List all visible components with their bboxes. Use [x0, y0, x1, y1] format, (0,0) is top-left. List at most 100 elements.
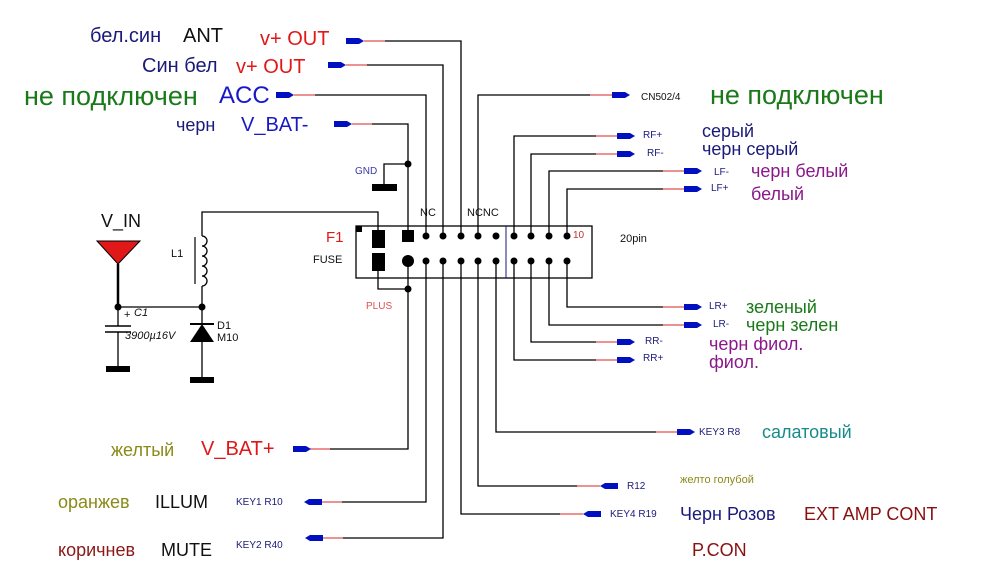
wire-lr-plus: [566, 261, 663, 308]
label-r12: R12: [627, 481, 646, 492]
label-chern: черн: [176, 115, 216, 135]
label-lf-plus: LF+: [711, 183, 729, 194]
label-l1: L1: [171, 248, 184, 260]
plug-cn502: [612, 92, 630, 98]
label-fiol: фиол.: [709, 352, 759, 372]
label-fuse: FUSE: [313, 254, 343, 266]
label-cn502-4: CN502/4: [641, 92, 681, 103]
label-key3-r8: KEY3 R8: [699, 427, 741, 438]
label-rr-plus: RR+: [643, 353, 664, 364]
label-pin-10: 10: [573, 230, 585, 241]
label-key1-r10: KEY1 R10: [236, 497, 283, 508]
label-f1: F1: [326, 229, 344, 246]
label-zhelto-goluboy: желто голубой: [680, 474, 754, 486]
label-mute: MUTE: [161, 540, 212, 560]
plug-lr-plus: [684, 304, 702, 310]
wire-cn502: [477, 94, 590, 236]
plug-r12: [600, 483, 618, 489]
label-chern-seryy: черн серый: [702, 139, 799, 159]
label-ext-amp-cont: EXT AMP CONT: [804, 504, 938, 524]
wire-r19: [460, 261, 560, 515]
label-zheltyy: желтый: [111, 440, 175, 460]
plug-vout-1: [346, 38, 364, 44]
wire-rf-plus: [513, 135, 596, 236]
label-korichnev: коричнев: [58, 540, 136, 560]
plug-vbat-plus: [293, 446, 311, 452]
fuse-element-bottom: [372, 253, 385, 271]
wire-r12: [477, 261, 577, 487]
plug-mute: [305, 535, 323, 541]
label-lr-minus: LR-: [713, 319, 730, 330]
gnd-symbol: [372, 184, 397, 191]
wire-key3: [495, 261, 656, 433]
connector-body: [355, 225, 593, 279]
connector-pin1-marker: [356, 226, 362, 232]
junction-plus: [404, 285, 412, 293]
inductor-l1: [201, 235, 208, 287]
label-acc: ACC: [219, 82, 270, 109]
label-ncnc: NCNC: [467, 207, 499, 219]
gnd-symbol-d1: [190, 377, 214, 383]
plug-key3: [677, 429, 695, 435]
label-oranzhev: оранжев: [58, 492, 130, 512]
label-ne-podklyuchen-right: не подключен: [710, 80, 884, 110]
wire-lf-minus: [548, 170, 663, 236]
wire-vbat-minus: [372, 123, 409, 236]
gnd-symbol-c1: [106, 366, 130, 372]
plug-vout-2: [328, 62, 346, 68]
label-m10: M10: [217, 332, 239, 344]
label-chern-belyy: черн белый: [751, 161, 849, 181]
label-nc: NC: [420, 207, 436, 219]
label-key2-r40: KEY2 R40: [236, 540, 283, 551]
label-cap-plus: +: [124, 309, 131, 321]
label-vout-2: v+ OUT: [236, 56, 306, 78]
label-c1: C1: [134, 307, 149, 319]
label-vin: V_IN: [101, 211, 142, 231]
label-pcon: P.CON: [692, 540, 747, 560]
plug-rf-plus: [617, 133, 635, 139]
wire-lf-plus: [566, 188, 663, 236]
wire-vout-1: [385, 40, 462, 236]
label-seryy: серый: [702, 121, 755, 141]
wire-rf-minus: [530, 153, 596, 236]
label-vbat-plus: V_BAT+: [201, 438, 275, 460]
plug-illum: [304, 499, 322, 505]
wire-gnd: [383, 163, 408, 186]
fuse-element-top: [372, 230, 385, 248]
label-zelenyy: зеленый: [746, 297, 817, 317]
label-rf-minus: RF-: [647, 148, 664, 159]
label-rf-plus: RF+: [643, 130, 663, 141]
label-bel-sin: бел.син: [90, 25, 162, 47]
label-gnd: GND: [355, 166, 378, 177]
label-chern-rozov: Черн Розов: [680, 504, 776, 524]
plug-lr-minus: [684, 322, 702, 328]
wire-mute: [343, 261, 444, 539]
label-illum: ILLUM: [155, 492, 209, 512]
plug-r19: [583, 511, 601, 517]
wire-acc: [315, 94, 427, 236]
plug-vbat-minus: [334, 121, 352, 127]
label-cap-value: 3900µ16V: [125, 330, 176, 342]
wire-illum: [342, 261, 427, 503]
wire-vbat-plus: [330, 261, 409, 450]
label-chern-fiol: черн фиол.: [709, 334, 804, 354]
label-ne-podklyuchen-left: не подключен: [24, 81, 198, 111]
wire-rr-plus: [513, 261, 596, 361]
plug-rr-plus: [617, 357, 635, 363]
label-20pin: 20pin: [620, 233, 647, 245]
label-ant: ANT: [183, 25, 223, 47]
diode-d1: [190, 324, 214, 342]
label-key4-r19: KEY4 R19: [610, 509, 657, 520]
label-sin-bel: Син бел: [142, 55, 218, 77]
wire-l1-fuse: [201, 211, 379, 236]
wire-lr-minus: [548, 261, 663, 326]
label-salatovyy: салатовый: [762, 422, 852, 442]
plug-acc: [276, 92, 294, 98]
label-rr-minus: RR-: [645, 336, 663, 347]
label-vbat-minus: V_BAT-: [241, 114, 309, 136]
plug-lf-minus: [684, 168, 702, 174]
vin-symbol: [95, 240, 142, 265]
label-chern-zelen: черн зелен: [746, 315, 839, 335]
plug-lf-plus: [684, 186, 702, 192]
